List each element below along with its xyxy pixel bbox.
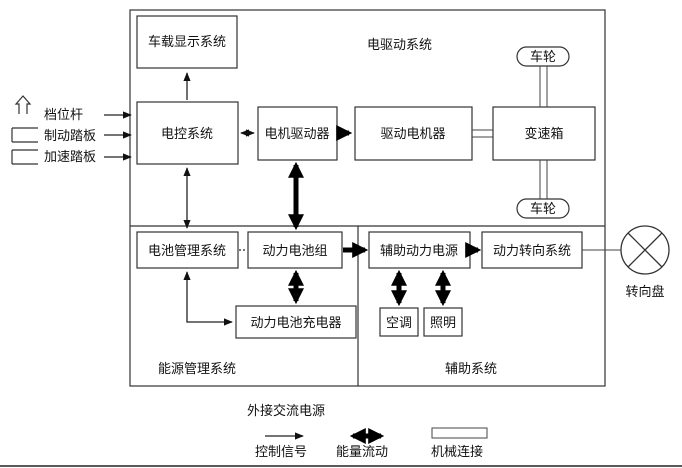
brake-pedal-label: 制动踏板: [44, 129, 96, 144]
legend-mechanical-link-label: 机械连接: [431, 444, 483, 460]
gearbox-box: [492, 106, 596, 161]
energy-system-title: 能源管理系统: [158, 362, 236, 377]
wheel-bottom-box: [516, 198, 570, 219]
external-power-label: 外接交流电源: [247, 403, 325, 419]
power-steering-label: 动力转向系统: [493, 243, 571, 259]
legend-control-signal-label: 控制信号: [255, 445, 307, 460]
gear-lever-label: 档位杆: [44, 108, 83, 123]
ecu-box: [136, 101, 239, 165]
outer-frame: [129, 9, 606, 387]
steering-wheel-cross-b: [627, 232, 663, 268]
ecu-label: 电控系统: [161, 127, 213, 142]
accel-pedal-icon: [11, 149, 38, 165]
brake-pedal-icon: [11, 127, 38, 143]
battery-pack-box: [247, 231, 343, 269]
steering-wheel-label: 转向盘: [625, 284, 664, 300]
charger-box: [235, 305, 357, 339]
motor-driver-label: 电机驱动器: [264, 127, 329, 142]
wheel-bottom-label: 车轮: [530, 201, 556, 217]
accel-pedal-label: 加速踏板: [44, 150, 96, 165]
bms-label: 电池管理系统: [148, 244, 226, 259]
display-system-box: [136, 15, 238, 69]
ac-box: [379, 307, 419, 337]
bms-charger-arrow: [183, 271, 233, 326]
display-system-label: 车载显示系统: [148, 34, 226, 50]
wheel-top-label: 车轮: [530, 49, 556, 65]
lighting-label: 照明: [430, 316, 456, 331]
bms-box: [136, 231, 239, 269]
aux-power-label: 辅助动力电源: [380, 244, 458, 259]
lighting-box: [423, 307, 463, 337]
motor-driver-box: [257, 106, 338, 161]
aux-system-title: 辅助系统: [445, 362, 497, 377]
battery-pack-label: 动力电池组: [262, 244, 327, 259]
ac-label: 空调: [386, 316, 412, 331]
power-steering-box: [481, 231, 583, 269]
drive-motor-label: 驱动电机器: [380, 127, 445, 142]
charger-label: 动力电池充电器: [250, 315, 341, 331]
legend-mechanical-link-icon: [431, 427, 488, 439]
legend-energy-flow-label: 能量流动: [336, 445, 388, 460]
wheel-top-box: [516, 46, 570, 67]
drive-motor-box: [354, 106, 473, 161]
drive-system-title: 电驱动系统: [367, 38, 432, 53]
gear-lever-icon: [14, 95, 32, 114]
gearbox-label: 变速箱: [524, 126, 563, 142]
